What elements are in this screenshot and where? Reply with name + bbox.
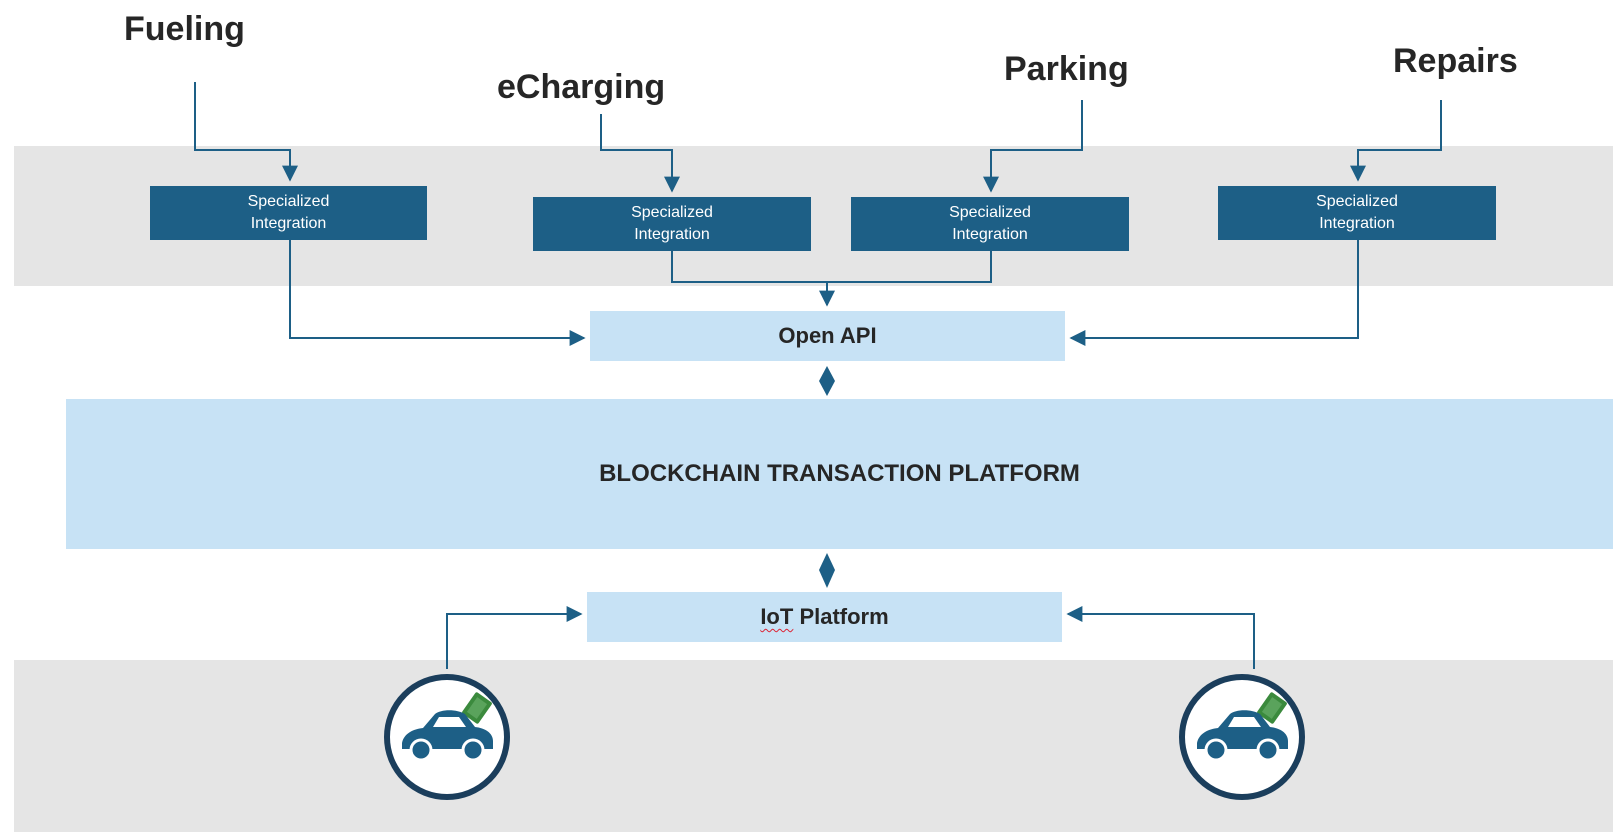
open-api-label: Open API bbox=[778, 323, 877, 348]
integration-line2: Integration bbox=[952, 226, 1028, 243]
connected-car-icon bbox=[1197, 692, 1288, 762]
connector-right-vehicle-to-iot bbox=[1066, 606, 1255, 669]
open-api-box: Open API bbox=[590, 311, 1065, 361]
integration-line2: Integration bbox=[1319, 215, 1395, 232]
connector-fueling-integration-to-api bbox=[289, 240, 586, 346]
blockchain-iot-link-diamond bbox=[819, 553, 835, 588]
integration-line2: Integration bbox=[634, 226, 710, 243]
integration-box-repairs: Specialized Integration bbox=[1218, 186, 1496, 240]
connected-car-icon bbox=[402, 692, 493, 762]
service-label-fueling: Fueling bbox=[124, 10, 245, 48]
connector-repairs-integration-to-api bbox=[1069, 240, 1359, 346]
platform-word: Platform bbox=[799, 604, 889, 629]
integration-line1: Specialized bbox=[1316, 193, 1398, 210]
integration-line1: Specialized bbox=[247, 193, 330, 210]
service-label-echarging: eCharging bbox=[497, 68, 666, 106]
integration-box-parking: Specialized Integration bbox=[851, 197, 1129, 251]
integration-line1: Specialized bbox=[949, 204, 1031, 221]
iot-word: IoT bbox=[760, 604, 794, 629]
integration-line1: Specialized bbox=[631, 204, 713, 221]
service-label-repairs: Repairs bbox=[1393, 42, 1518, 80]
integration-line2: Integration bbox=[250, 215, 327, 232]
vehicle-left bbox=[384, 674, 510, 800]
connector-left-vehicle-to-iot bbox=[446, 606, 583, 669]
integration-box-echarging: Specialized Integration bbox=[533, 197, 811, 251]
open-api-blockchain-link-diamond bbox=[819, 366, 835, 396]
service-label-parking: Parking bbox=[1004, 50, 1129, 88]
blockchain-platform-label: BLOCKCHAIN TRANSACTION PLATFORM bbox=[599, 460, 1080, 487]
iot-platform-box: IoT Platform bbox=[587, 592, 1062, 642]
blockchain-platform-box: BLOCKCHAIN TRANSACTION PLATFORM bbox=[66, 399, 1613, 549]
connector-fueling-to-integration bbox=[194, 82, 298, 182]
vehicle-right bbox=[1179, 674, 1305, 800]
iot-platform-label: IoT Platform bbox=[760, 604, 888, 630]
connector-repairs-to-integration bbox=[1350, 100, 1442, 182]
vehicle-band bbox=[14, 660, 1613, 832]
connector-parking-to-integration bbox=[983, 100, 1083, 193]
connector-echarging-to-integration bbox=[600, 114, 680, 193]
connector-echarging-integration-join bbox=[671, 251, 992, 283]
integration-box-fueling: Specialized Integration bbox=[150, 186, 427, 240]
